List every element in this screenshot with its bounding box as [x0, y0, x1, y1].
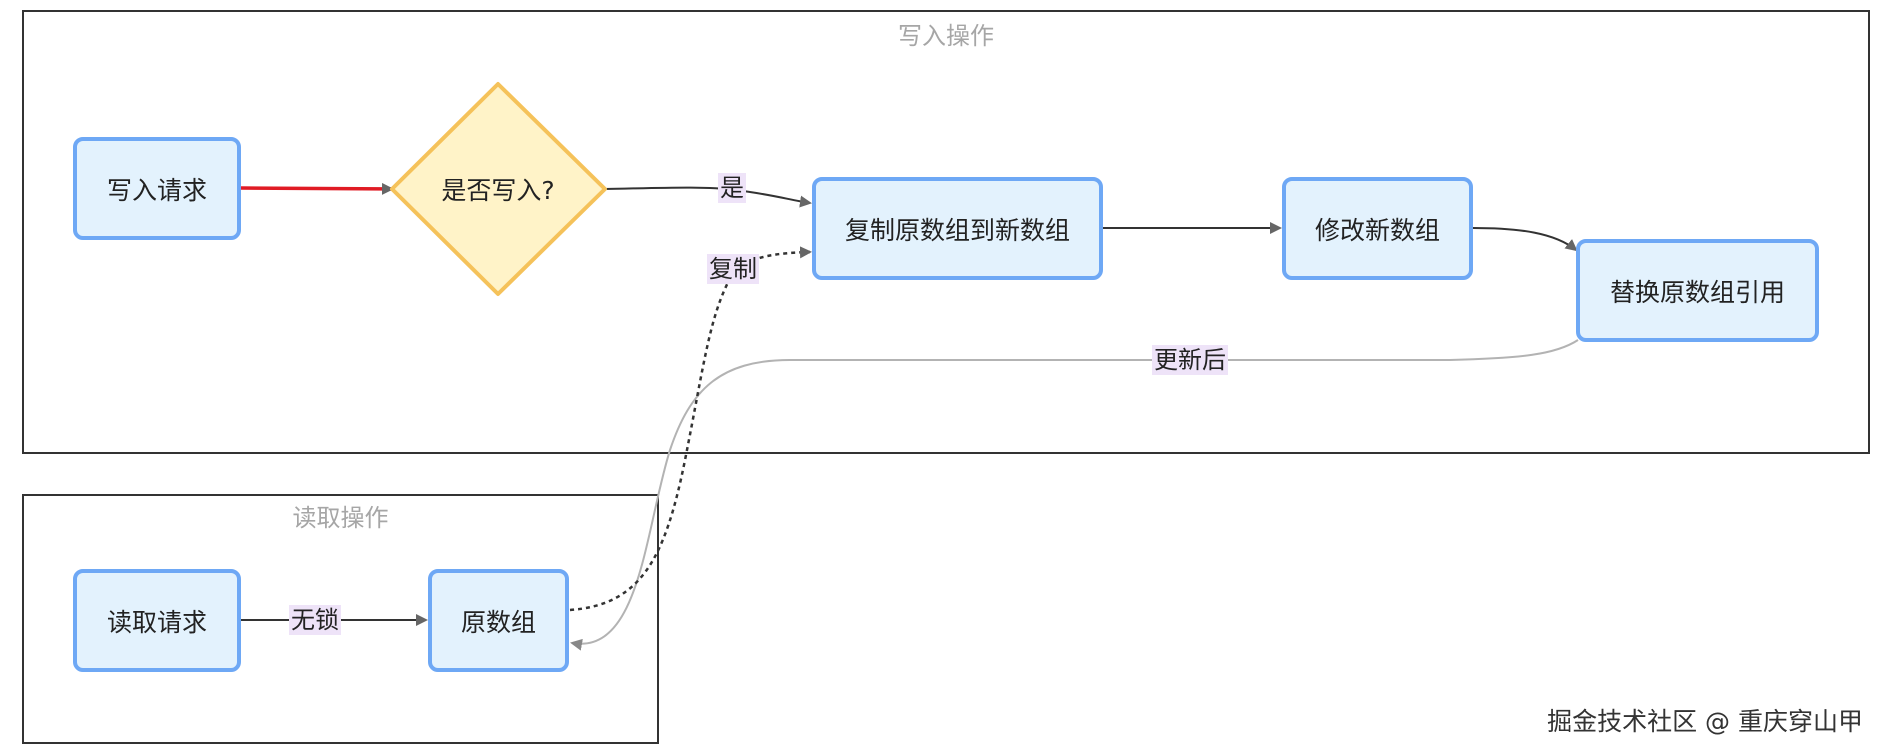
read-request-node[interactable]: 读取请求 [73, 569, 241, 672]
decision-diamond [390, 82, 607, 296]
edge-decision-to-copy-array [604, 186, 812, 208]
edge-label-yes: 是 [718, 173, 746, 203]
decision-label[interactable]: 是否写入? [441, 176, 555, 205]
edge-label-lock-free: 无锁 [289, 605, 341, 635]
read-operation-title: 读取操作 [292, 504, 389, 532]
copy-array-node[interactable]: 复制原数组到新数组 [812, 177, 1103, 280]
watermark: 掘金技术社区 @ 重庆穿山甲 [1547, 707, 1863, 736]
edge-label-copy: 复制 [707, 254, 759, 284]
replace-reference-node[interactable]: 替换原数组引用 [1576, 239, 1819, 342]
modify-array-node[interactable]: 修改新数组 [1282, 177, 1473, 280]
write-request-node[interactable]: 写入请求 [73, 137, 241, 240]
edge-write-request-to-decision [240, 182, 394, 195]
write-operation-title: 写入操作 [898, 22, 994, 50]
edge-label-after-update: 更新后 [1152, 345, 1228, 375]
original-array-node[interactable]: 原数组 [428, 569, 569, 672]
edge-modify-array-to-replace-ref [1472, 227, 1578, 252]
edge-replace-ref-to-original-array [570, 339, 1579, 651]
edge-original-array-to-copy-array [569, 246, 812, 612]
